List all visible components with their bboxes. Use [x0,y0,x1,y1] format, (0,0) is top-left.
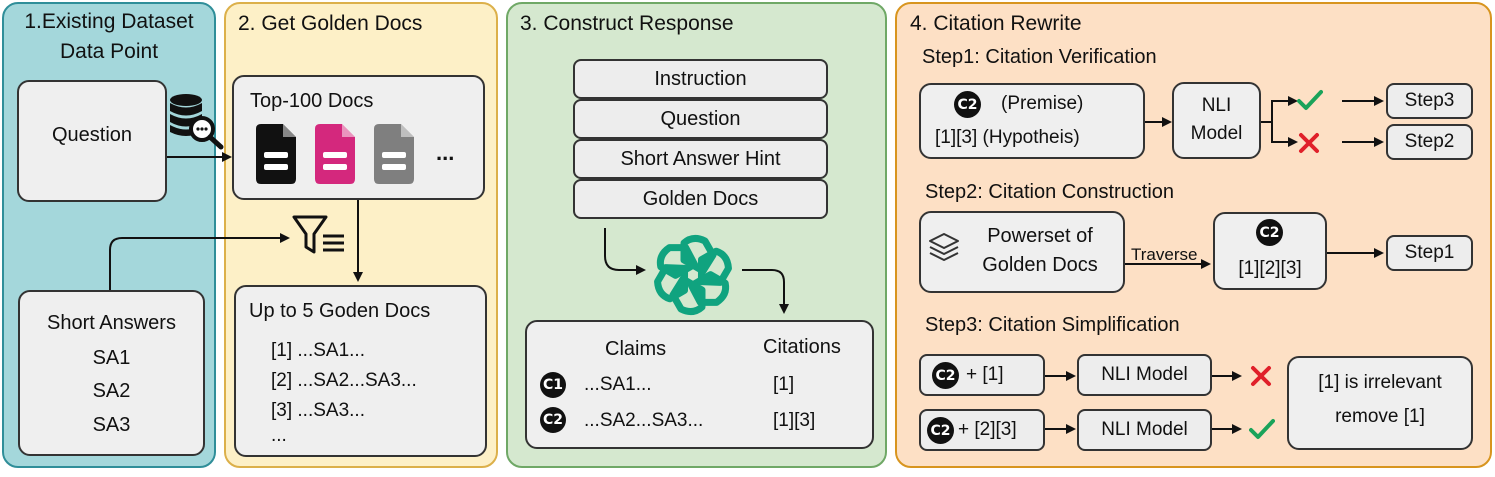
filter-icon [292,215,344,254]
step2-out-step1-label: Step1 [1404,242,1455,263]
step3-result-line2: remove [1] [1335,406,1425,427]
response-box [525,320,874,449]
prompt-golden-docs-label: Golden Docs [642,188,759,210]
step3-row2-input [919,409,1045,451]
step1-out-step3 [1386,83,1473,119]
step1-out-step2-label: Step2 [1404,131,1455,152]
golden-docs-title: Up to 5 Goden Docs [249,300,431,322]
step2-candidate-cites: [1][2][3] [1238,258,1302,279]
step2-powerset-line2: Golden Docs [982,254,1098,276]
short-answer-item: SA3 [92,414,131,436]
claim-text: ...SA1... [584,374,652,395]
step1-out-step3-label: Step3 [1404,90,1455,111]
step3-row2-badge: C2 [927,417,954,444]
golden-doc-line: ... [271,425,287,446]
step1-badge-c2: C2 [954,91,981,118]
prompt-short-answer-hint-label: Short Answer Hint [620,148,781,170]
claim-citation: [1][3] [773,410,816,431]
claim-text: ...SA2...SA3... [584,410,704,431]
more-docs-ellipsis: ... [436,140,455,165]
panel4-title: 4. Citation Rewrite [910,12,1082,35]
golden-docs-box [234,285,487,457]
top-docs-label: Top-100 Docs [250,90,374,112]
panel1-title: 1.Existing Dataset [24,10,194,33]
step1-model-label: Model [1190,123,1243,144]
step2-traverse-label: Traverse [1131,245,1198,264]
step2-badge-c2: C2 [1256,219,1283,246]
step1-title: Step1: Citation Verification [922,46,1157,68]
llm-logo-icon [654,234,732,316]
step3-row2-text: + [2][3] [958,419,1017,440]
step3-row1-nli-model [1077,354,1212,396]
check-icon [1249,419,1275,439]
prompt-golden-docs [573,179,828,219]
claim-badge-c2: C2 [540,407,566,433]
claim-badge-c1: C1 [540,372,566,398]
document-icon-gray [374,124,414,184]
question-box [17,80,167,202]
golden-doc-line: [2] ...SA2...SA3... [271,370,417,391]
short-answers-title: Short Answers [47,312,176,334]
citations-header: Citations [763,336,841,358]
step2-powerset-box [919,211,1125,293]
layers-icon [929,233,959,261]
panel2-title: 2. Get Golden Docs [238,12,423,35]
prompt-instruction-label: Instruction [654,68,747,90]
step3-row2-nli-model [1077,409,1212,451]
step1-hypothesis: [1][3] (Hypotheis) [935,127,1080,148]
step3-row1-text: + [1] [966,364,1004,385]
step1-nli-label: NLI [1201,95,1232,116]
step3-title: Step3: Citation Simplification [925,314,1180,336]
step3-result-line1: [1] is irrelevant [1318,372,1442,393]
database-search-icon [170,94,224,150]
prompt-short-answer-hint [573,139,828,179]
cross-icon [1299,133,1319,153]
question-label: Question [51,124,133,146]
claims-header: Claims [605,338,667,360]
step1-out-step2 [1386,124,1473,160]
short-answer-item: SA1 [92,347,131,369]
document-icon-black [256,124,296,184]
check-icon [1297,90,1323,110]
claim-citation: [1] [773,374,795,395]
step2-out-step1 [1386,235,1473,271]
panel1-title-line2: Data Point [59,40,159,63]
step3-row1-badge: C2 [932,362,959,389]
panel3-title: 3. Construct Response [520,12,734,35]
step3-row1-nli-label: NLI Model [1101,364,1188,385]
arrow-answers-to-filter [109,233,290,290]
arrow-llm-to-response [742,269,789,314]
step1-premise-box [919,83,1145,159]
prompt-question-label: Question [660,108,741,130]
step1-nli-model [1172,82,1261,159]
golden-doc-line: [1] ...SA1... [271,340,365,361]
prompt-question [573,99,828,139]
arrow-prompt-to-llm [604,228,646,275]
short-answers-box [18,290,205,456]
golden-doc-line: [3] ...SA3... [271,400,365,421]
document-icon-pink [315,124,355,184]
cross-icon [1251,366,1271,386]
step1-premise: (Premise) [1001,93,1084,114]
step2-title: Step2: Citation Construction [925,181,1175,203]
step3-row2-nli-label: NLI Model [1101,419,1188,440]
short-answer-item: SA2 [92,380,131,402]
step2-powerset-line1: Powerset of [987,225,1093,247]
prompt-instruction [573,59,828,99]
step3-result-box [1287,356,1473,450]
